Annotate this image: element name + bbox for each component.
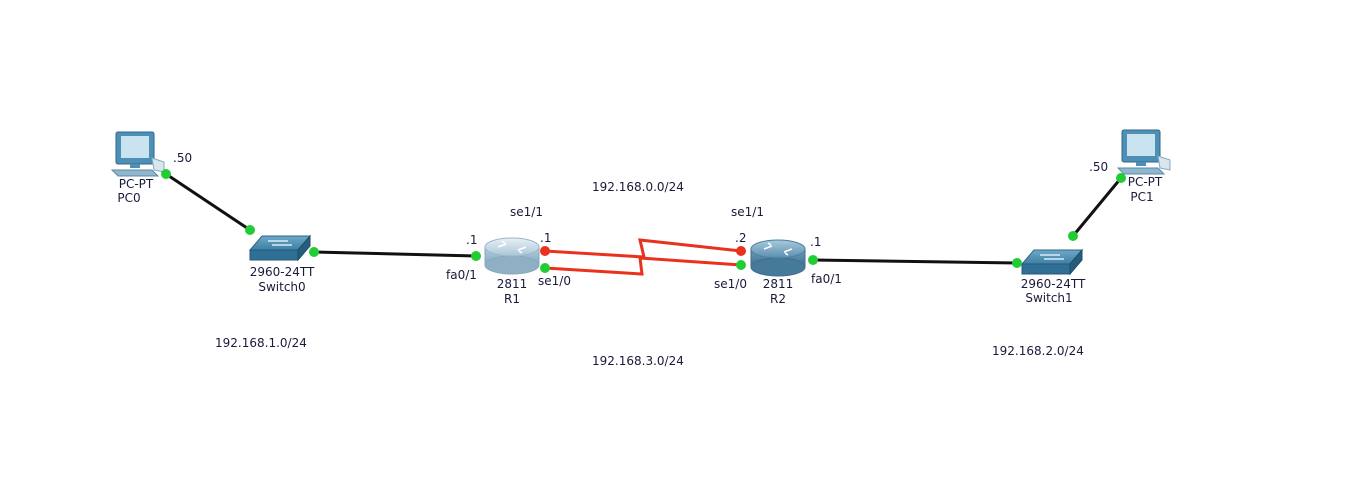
link-r2-switch1[interactable]	[812, 258, 1018, 265]
switch0-device[interactable]: 2960-24TT Switch0	[248, 234, 315, 294]
serial-link-bottom[interactable]	[544, 256, 742, 276]
switch-icon	[248, 234, 312, 262]
pc1-model-label: PC-PT	[1128, 175, 1163, 189]
serial-link-top[interactable]	[544, 238, 742, 259]
pc0-model-label: PC-PT	[119, 177, 154, 191]
port-indicator	[540, 263, 550, 273]
r2-name-label: R2	[770, 292, 786, 306]
port-indicator	[161, 169, 171, 179]
port-indicator	[1068, 231, 1078, 241]
links	[165, 172, 1123, 276]
port-indicator	[245, 225, 255, 235]
router-icon	[484, 237, 540, 275]
r1-device[interactable]: 2811 R1 .1 fa0/1 se1/1 .1 se1/0	[446, 205, 571, 306]
port-indicator	[808, 255, 818, 265]
r1-name-label: R1	[504, 292, 520, 306]
network-labels: 192.168.1.0/24 192.168.2.0/24 192.168.0.…	[215, 180, 1084, 368]
port-indicator	[1116, 173, 1126, 183]
port-indicator	[309, 247, 319, 257]
port-indicator	[736, 246, 746, 256]
r2-fa-suffix: .1	[810, 235, 821, 249]
r2-se10-iface: se1/0	[714, 277, 747, 291]
network-label-wan-bottom: 192.168.3.0/24	[592, 354, 684, 368]
port-indicator	[540, 246, 550, 256]
pc0-ip-suffix: .50	[173, 151, 192, 165]
r2-model-label: 2811	[763, 277, 794, 291]
r1-se11-suffix: .1	[540, 231, 551, 245]
switch1-device[interactable]: 2960-24TT Switch1	[1020, 248, 1086, 305]
router-icon	[750, 239, 806, 277]
network-label-wan-top: 192.168.0.0/24	[592, 180, 684, 194]
r1-model-label: 2811	[497, 277, 528, 291]
r2-fa-iface: fa0/1	[811, 272, 842, 286]
r1-se11-iface: se1/1	[510, 205, 543, 219]
switch0-model-label: 2960-24TT	[250, 265, 315, 279]
link-switch0-r1[interactable]	[313, 250, 477, 258]
switch1-model-label: 2960-24TT	[1021, 277, 1086, 291]
link-pc0-switch0[interactable]	[165, 172, 251, 232]
switch1-name-label: Switch1	[1025, 291, 1072, 305]
pc0-name-label: PC0	[117, 191, 140, 205]
pc-icon	[1116, 129, 1171, 175]
pc-icon	[110, 131, 165, 177]
port-indicators	[161, 169, 1126, 273]
port-indicator	[1012, 258, 1022, 268]
r2-device[interactable]: 2811 R2 .1 fa0/1 se1/1 .2 se1/0	[714, 205, 842, 306]
port-indicator	[471, 251, 481, 261]
switch0-name-label: Switch0	[258, 280, 305, 294]
r2-se11-iface: se1/1	[731, 205, 764, 219]
port-indicator	[736, 260, 746, 270]
network-label-lan1: 192.168.1.0/24	[215, 336, 307, 350]
link-switch1-pc1[interactable]	[1071, 177, 1123, 237]
network-label-lan2: 192.168.2.0/24	[992, 344, 1084, 358]
pc0-device[interactable]: PC-PT PC0 .50	[110, 131, 192, 205]
r1-se10-iface: se1/0	[538, 274, 571, 288]
pc1-ip-suffix: .50	[1089, 160, 1108, 174]
r1-fa-suffix: .1	[466, 233, 477, 247]
pc1-device[interactable]: PC-PT PC1 .50	[1089, 129, 1171, 204]
r2-se11-suffix: .2	[735, 231, 746, 245]
pc1-name-label: PC1	[1130, 190, 1153, 204]
switch-icon	[1020, 248, 1084, 276]
r1-fa-iface: fa0/1	[446, 268, 477, 282]
